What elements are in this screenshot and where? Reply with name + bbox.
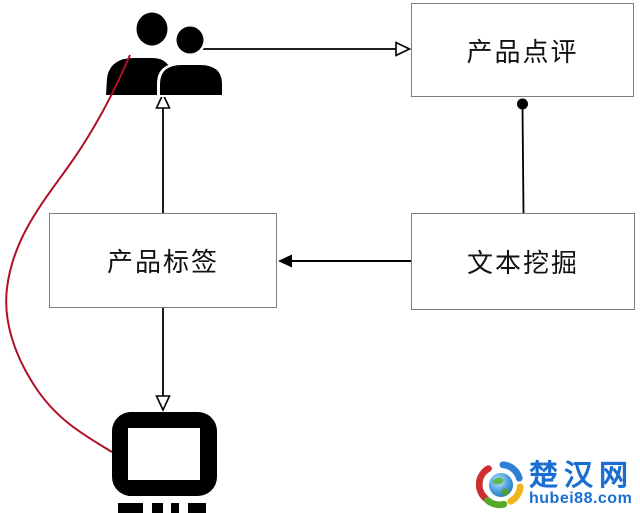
edge-text-mining-to-product-tags bbox=[278, 254, 411, 268]
open-arrowhead-right-icon bbox=[395, 41, 412, 57]
node-product-review: 产品点评 bbox=[411, 3, 634, 97]
dot-end-icon bbox=[517, 98, 528, 110]
node-product-tags: 产品标签 bbox=[49, 213, 277, 308]
node-text-mining: 文本挖掘 bbox=[411, 213, 635, 310]
open-arrowhead-up-icon bbox=[155, 92, 171, 109]
watermark-site-domain: hubei88.com bbox=[529, 490, 633, 507]
watermark-site-name: 楚汉网 bbox=[529, 460, 635, 492]
site-logo-icon bbox=[476, 461, 524, 509]
watermark-text: 楚汉网 hubei88.com bbox=[529, 461, 634, 507]
computer-icon bbox=[112, 412, 217, 513]
users-icon bbox=[106, 12, 225, 97]
filled-arrowhead-left-icon bbox=[278, 254, 292, 268]
node-product-tags-label: 产品标签 bbox=[106, 247, 219, 277]
edge-users-to-product-review bbox=[201, 41, 412, 57]
node-text-mining-label: 文本挖掘 bbox=[466, 248, 579, 278]
edge-text-mining-to-product-review bbox=[517, 98, 528, 214]
edge-product-tags-to-users bbox=[155, 92, 171, 213]
watermark: 楚汉网 hubei88.com bbox=[476, 458, 634, 510]
edge-product-tags-to-computer bbox=[155, 308, 171, 412]
open-arrowhead-down-icon bbox=[155, 395, 171, 412]
node-product-review-label: 产品点评 bbox=[466, 36, 579, 67]
